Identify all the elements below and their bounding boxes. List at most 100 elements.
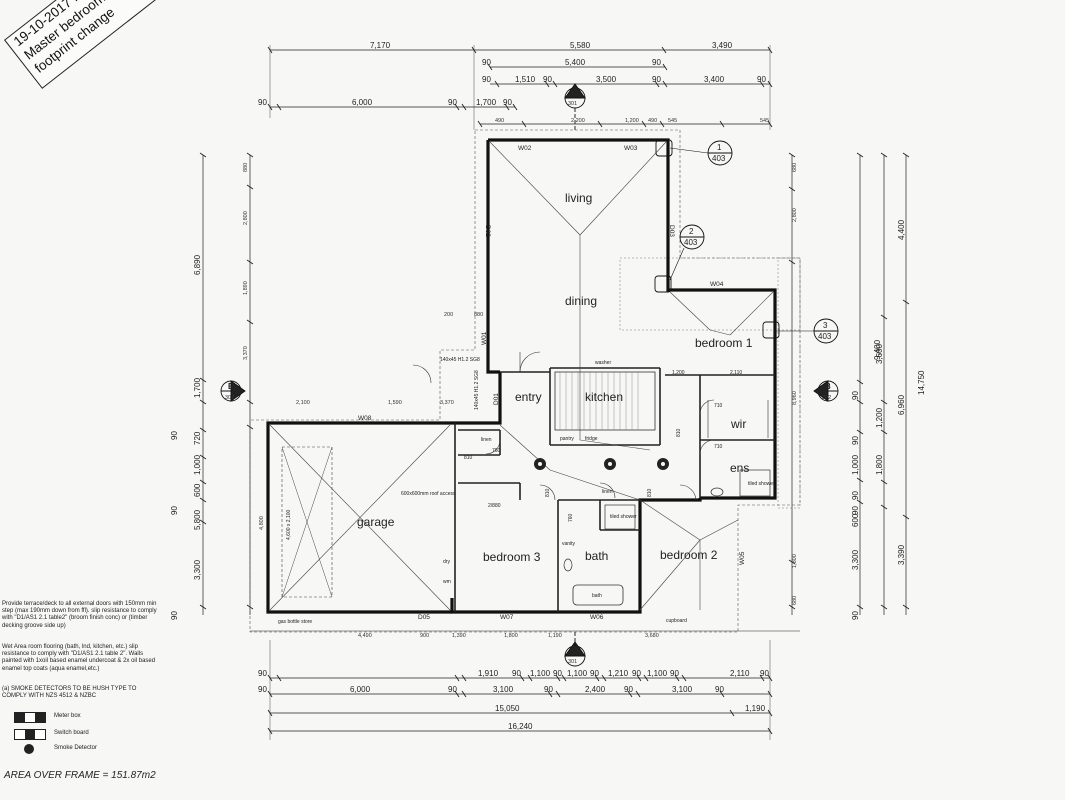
shower-label: tiled shower (610, 514, 637, 520)
window-w07: W07 (500, 614, 514, 621)
dim-top-6: 90 (652, 58, 661, 67)
dim-bottom-6: 3,680 (645, 633, 659, 639)
room-ens: ens (730, 461, 749, 475)
door-760-a: 760 (492, 448, 501, 454)
linen-label: linen (481, 437, 492, 443)
dim-top-23: 545 (668, 118, 677, 124)
door-810-b: 810 (545, 488, 551, 497)
dim-top-19: 490 (495, 118, 504, 124)
dryer-label: dry (443, 559, 450, 565)
section-a-bottom-sheet: 301 (568, 659, 577, 665)
section-a-bottom-letter: A (571, 646, 577, 655)
room-bath: bath (585, 549, 608, 563)
dim-right-outer-4: 3,390 (897, 544, 906, 565)
dim-top-13: 90 (757, 75, 766, 84)
dim-left-inner-2: 2,800 (243, 211, 249, 225)
dim-bottom-r2-5: 90 (553, 669, 562, 678)
smoke-detector-icon (24, 744, 34, 754)
dim-left-small-4: 600 (193, 483, 202, 497)
deck-area (619, 257, 801, 331)
fridge-label: fridge (585, 436, 598, 442)
dim-bottom-r3-7: 90 (624, 685, 633, 694)
dim-bottom-r2-11: 90 (670, 669, 679, 678)
dim-bottom-r3-9: 90 (715, 685, 724, 694)
dim-bottom-r2-8: 1,210 (608, 669, 629, 678)
dim-bottom-r2-13: 90 (760, 669, 769, 678)
dim-top-5: 5,400 (565, 58, 586, 67)
external-wall-north-east (488, 138, 777, 500)
dim-left-outer-3: 3,300 (193, 559, 202, 580)
legend-smoke-label: Smoke Detector (54, 745, 98, 751)
dim-wall-1: 2,100 (296, 400, 310, 406)
roof-access-label: 600x600mm roof access (401, 491, 456, 497)
dim-1200: 1,200 (672, 370, 685, 376)
kitchen-bench (554, 371, 656, 431)
room-dining: dining (565, 294, 597, 308)
dim-top-8: 1,510 (515, 75, 536, 84)
dim-bottom-4: 1,800 (504, 633, 518, 639)
dim-top-17: 1,700 (476, 98, 497, 107)
beam-label-2: 140x45 H1.2 SG8 (474, 370, 480, 410)
dim-top-16: 90 (448, 98, 457, 107)
dim-880: 880 (474, 312, 483, 318)
room-bedroom-2: bedroom 2 (660, 548, 718, 562)
dim-bottom-3: 1,390 (452, 633, 466, 639)
detail-2-sheet: 403 (684, 238, 698, 247)
meter-box-icon (14, 712, 46, 723)
dim-top-11: 90 (652, 75, 661, 84)
dim-top-12: 3,400 (704, 75, 725, 84)
washer-label: washer (595, 360, 611, 366)
switch-board-icon (14, 729, 46, 740)
dim-bottom-r3-8: 3,100 (672, 685, 693, 694)
room-entry: entry (515, 390, 542, 404)
dim-left-small-7: 90 (170, 611, 179, 620)
dim-left-outer-1: 6,890 (193, 254, 202, 275)
dim-top-7: 90 (482, 75, 491, 84)
room-bedroom-1: bedroom 1 (695, 336, 753, 350)
dim-top-14: 90 (258, 98, 267, 107)
dim-top-9: 90 (543, 75, 552, 84)
dim-top-20: 2,200 (571, 118, 585, 124)
window-w08: W08 (358, 415, 372, 422)
note-terrace: Provide terrace/deck to all external doo… (2, 601, 157, 629)
dim-top-10: 3,500 (596, 75, 617, 84)
smoke-detectors (534, 458, 669, 470)
door-2880-label: 2/880 (488, 503, 501, 509)
dim-left-outer-2: 5,800 (193, 509, 202, 530)
dim-top-21: 1,200 (625, 118, 639, 124)
shower-label-2: tiled shower (748, 481, 775, 487)
detail-2-num: 2 (689, 227, 694, 236)
section-b-left-letter: B (228, 382, 234, 391)
dim-top-1: 7,170 (370, 41, 391, 50)
pantry-label: pantry (560, 436, 574, 442)
dim-bottom-r3-4: 3,100 (493, 685, 514, 694)
dim-right-inner-3: 8,960 (792, 391, 798, 405)
dim-left-inner-5: 4,800 (259, 516, 265, 530)
wm-label: wm (443, 579, 451, 585)
door-d05: D05 (418, 614, 430, 621)
note-wet-area: Wet Area room flooring (bath, lnd, kitch… (2, 644, 156, 672)
dim-top-22: 490 (648, 118, 657, 124)
dim-right-inner-4: 1,800 (792, 554, 798, 568)
section-a-top-sheet: 301 (568, 101, 577, 107)
window-w04: W04 (710, 281, 724, 288)
dim-2110: 2,110 (730, 370, 742, 376)
dim-right-mid-2: 3,600 (875, 343, 884, 364)
dim-bottom-r2-6: 1,100 (567, 669, 588, 678)
dim-bottom-1: 4,490 (358, 633, 372, 639)
dim-bottom-2: 900 (420, 633, 429, 639)
window-w05: W05 (739, 551, 746, 565)
room-living: living (565, 191, 592, 205)
dim-left-inner-1: 880 (243, 163, 249, 172)
dim-right-inner-5: 680 (792, 596, 798, 605)
door-760-b: 760 (568, 513, 574, 522)
dim-bottom-r3-1: 90 (258, 685, 267, 694)
dim-bottom-r2-2: 1,910 (478, 669, 499, 678)
dim-bottom-r2-9: 90 (632, 669, 641, 678)
window-w01: W01 (481, 331, 488, 345)
legend-switch-label: Switch board (54, 730, 89, 736)
dim-bottom-r2-4: 1,100 (530, 669, 551, 678)
beam-label: 140x45 H1.2 SG8 (440, 357, 480, 363)
dim-top-24: 545 (760, 118, 769, 124)
